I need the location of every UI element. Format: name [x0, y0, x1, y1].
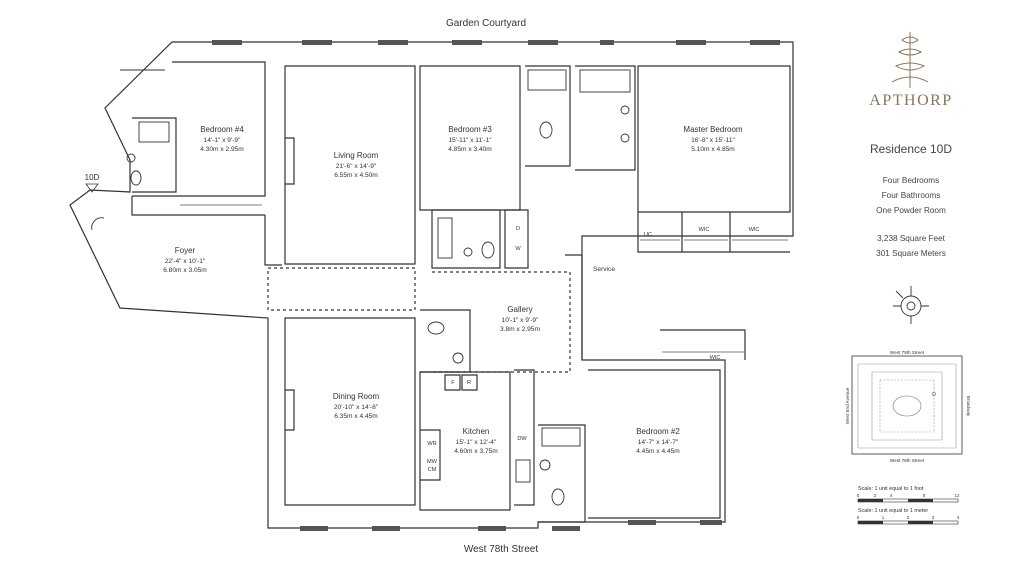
- feet-tick-3: 8: [923, 493, 926, 498]
- closet-hatches: [180, 204, 788, 353]
- bedroom2-imperial: 14'-7" x 14'-7": [638, 439, 679, 446]
- living-metric: 6.55m x 4.50m: [334, 172, 378, 179]
- kitchen-imperial: 15'-1" x 12'-4": [456, 439, 497, 446]
- bedroom3-name: Bedroom #3: [448, 125, 492, 134]
- meter-tick-4: 4: [957, 515, 960, 520]
- feet-tick-1: 2: [874, 493, 877, 498]
- fact-bedrooms: Four Bedrooms: [882, 176, 940, 185]
- dryer-label: D: [516, 226, 520, 232]
- bedroom4-imperial: 14'-1" x 9'-9": [204, 137, 242, 144]
- master-metric: 5.10m x 4.85m: [691, 146, 735, 153]
- living-name: Living Room: [334, 151, 379, 160]
- bedroom3-imperial: 15'-11" x 11'-1": [448, 137, 492, 144]
- bedroom2-metric: 4.45m x 4.45m: [636, 448, 680, 455]
- washer-label: W: [515, 246, 521, 252]
- fridge-label: F: [451, 380, 455, 386]
- bedroom3-metric: 4.85m x 3.40m: [448, 146, 492, 153]
- feet-tick-0: 0: [857, 493, 860, 498]
- meter-tick-0: 0: [857, 515, 860, 520]
- key-plan-unit-marker: D: [932, 392, 936, 398]
- master-imperial: 16'-8" x 15'-11": [691, 137, 735, 144]
- meter-tick-3: 3: [932, 515, 935, 520]
- living-imperial: 21'-6" x 14'-9": [336, 163, 377, 170]
- fact-square-feet: 3,238 Square Feet: [877, 234, 945, 243]
- foyer-name: Foyer: [175, 246, 196, 255]
- feet-scale-label: Scale: 1 unit equal to 1 foot: [858, 486, 924, 492]
- fixture-labels: Service UC WIC WIC WIC D W F R DW WR MW …: [427, 226, 759, 473]
- fact-bathrooms: Four Bathrooms: [881, 191, 941, 200]
- apthorp-logo: [891, 32, 929, 88]
- garden-courtyard-label: Garden Courtyard: [446, 18, 526, 29]
- kitchen-metric: 4.60m x 3.75m: [454, 448, 498, 455]
- wic-label-3: WIC: [710, 355, 721, 361]
- meter-tick-2: 2: [907, 515, 910, 520]
- scale-bars: Scale: 1 unit equal to 1 foot 0 2 4 8 12…: [857, 486, 960, 525]
- key-plan-top-street: West 79th Street: [890, 350, 925, 355]
- unit-marker-10d: 10D: [85, 173, 100, 182]
- service-label: Service: [593, 266, 615, 273]
- fact-powder-room: One Powder Room: [876, 206, 946, 215]
- dining-imperial: 20'-10" x 14'-8": [334, 404, 379, 411]
- key-plan-left-street: West End Avenue: [845, 387, 850, 424]
- compass-rose: [893, 286, 929, 324]
- gallery-imperial: 10'-1" x 9'-9": [502, 317, 540, 324]
- meter-tick-1: 1: [882, 515, 885, 520]
- residence-title: Residence 10D: [869, 142, 953, 156]
- bedroom4-name: Bedroom #4: [200, 125, 244, 134]
- feet-tick-4: 12: [955, 493, 960, 498]
- wic-label-1: WIC: [699, 227, 710, 233]
- windows: [212, 40, 780, 531]
- foyer-metric: 6.80m x 3.05m: [163, 267, 207, 274]
- gallery-metric: 3.8m x 2.95m: [500, 326, 540, 333]
- meter-scale-label: Scale: 1 unit equal to 1 meter: [858, 508, 928, 514]
- walls: [69, 41, 794, 529]
- west-78th-street-label: West 78th Street: [464, 544, 539, 555]
- feet-tick-2: 4: [890, 493, 893, 498]
- dining-metric: 6.35m x 4.45m: [334, 413, 378, 420]
- bedroom4-metric: 4.30m x 2.95m: [200, 146, 244, 153]
- foyer-imperial: 22'-4" x 10'-1": [165, 258, 206, 265]
- key-plan-bottom-street: West 78th Street: [890, 458, 925, 463]
- mw-label: MW: [427, 459, 438, 465]
- dishwasher-label: DW: [517, 436, 527, 442]
- key-plan: West 79th Street West 78th Street West E…: [845, 350, 971, 463]
- range-label: R: [467, 380, 471, 386]
- kitchen-name: Kitchen: [463, 427, 490, 436]
- brand-name: APTHORP: [869, 92, 953, 109]
- uc-label: UC: [644, 232, 652, 238]
- fact-square-meters: 301 Square Meters: [876, 249, 946, 258]
- wic-label-2: WIC: [749, 227, 760, 233]
- key-plan-right-street: Broadway: [966, 396, 971, 417]
- gallery-name: Gallery: [507, 305, 532, 314]
- dining-name: Dining Room: [333, 392, 380, 401]
- master-name: Master Bedroom: [683, 125, 742, 134]
- room-labels: Bedroom #4 14'-1" x 9'-9" 4.30m x 2.95m …: [163, 125, 743, 455]
- wr-label: WR: [427, 441, 436, 447]
- unit-marker-arrow: [85, 183, 99, 193]
- fixtures: [91, 69, 631, 506]
- bedroom2-name: Bedroom #2: [636, 427, 680, 436]
- cm-label: CM: [428, 467, 437, 473]
